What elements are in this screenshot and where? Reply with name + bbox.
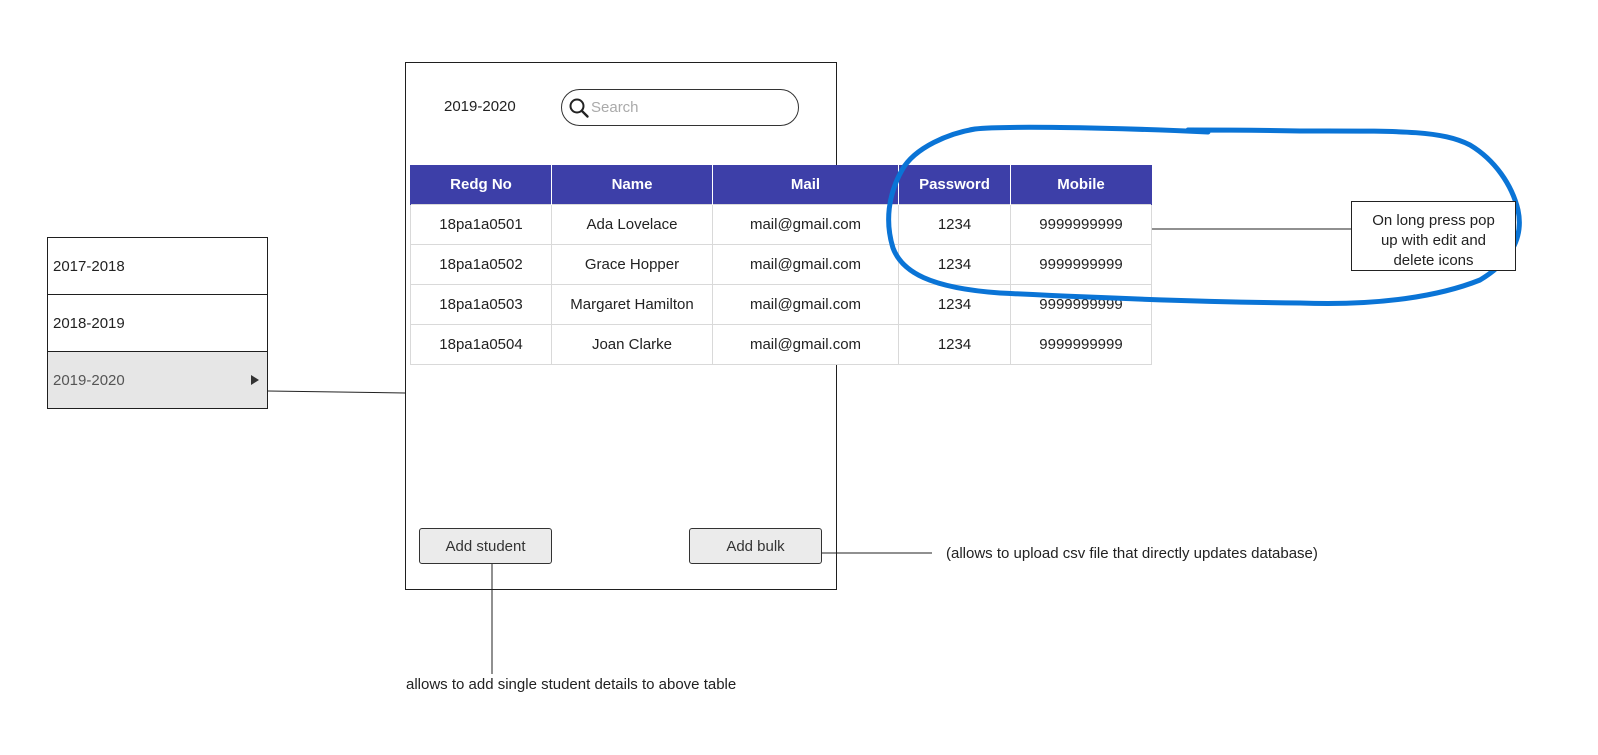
bulk-note: (allows to upload csv file that directly… (946, 545, 1318, 562)
search-box[interactable] (561, 89, 799, 126)
column-header: Password (898, 165, 1011, 205)
cell-redg-no: 18pa1a0501 (410, 204, 552, 245)
table-row[interactable]: 18pa1a0501 Ada Lovelace mail@gmail.com 1… (410, 204, 1152, 245)
year-item-label: 2018-2019 (53, 314, 125, 332)
add-bulk-button[interactable]: Add bulk (689, 528, 822, 564)
student-table: Redg No Name Mail Password Mobile 18pa1a… (410, 165, 1152, 365)
cell-mobile: 9999999999 (1010, 324, 1152, 365)
cell-mail: mail@gmail.com (712, 324, 899, 365)
cell-mail: mail@gmail.com (712, 204, 899, 245)
cell-mobile: 9999999999 (1010, 204, 1152, 245)
cell-name: Ada Lovelace (551, 204, 713, 245)
cell-name: Margaret Hamilton (551, 284, 713, 325)
cell-redg-no: 18pa1a0503 (410, 284, 552, 325)
search-input[interactable] (591, 99, 781, 116)
cell-mail: mail@gmail.com (712, 284, 899, 325)
table-row[interactable]: 18pa1a0502 Grace Hopper mail@gmail.com 1… (410, 244, 1152, 285)
popup-note: On long press pop up with edit and delet… (1351, 201, 1516, 271)
cell-password: 1234 (898, 204, 1011, 245)
column-header: Redg No (410, 165, 552, 205)
cell-redg-no: 18pa1a0504 (410, 324, 552, 365)
year-item-2017-2018[interactable]: 2017-2018 (47, 237, 268, 295)
table-header-row: Redg No Name Mail Password Mobile (410, 165, 1152, 205)
year-item-label: 2017-2018 (53, 257, 125, 275)
cell-password: 1234 (898, 284, 1011, 325)
add-student-button[interactable]: Add student (419, 528, 552, 564)
year-item-label: 2019-2020 (53, 371, 125, 389)
year-item-2018-2019[interactable]: 2018-2019 (47, 294, 268, 352)
search-icon (569, 98, 589, 118)
popup-note-line: On long press pop (1372, 212, 1495, 229)
table-row[interactable]: 18pa1a0503 Margaret Hamilton mail@gmail.… (410, 284, 1152, 325)
cell-name: Grace Hopper (551, 244, 713, 285)
column-header: Mail (712, 165, 899, 205)
popup-note-line: delete icons (1393, 252, 1474, 269)
selected-year-title: 2019-2020 (444, 98, 516, 115)
student-note: allows to add single student details to … (406, 676, 737, 693)
year-item-2019-2020[interactable]: 2019-2020 (47, 351, 268, 409)
year-list: 2017-2018 2018-2019 2019-2020 (47, 237, 268, 409)
cell-mail: mail@gmail.com (712, 244, 899, 285)
year-to-phone-connector (267, 390, 406, 394)
cell-name: Joan Clarke (551, 324, 713, 365)
cell-mobile: 9999999999 (1010, 244, 1152, 285)
cell-mobile: 9999999999 (1010, 284, 1152, 325)
cell-password: 1234 (898, 244, 1011, 285)
column-header: Mobile (1010, 165, 1152, 205)
triangle-right-icon (251, 375, 259, 385)
column-header: Name (551, 165, 713, 205)
table-row[interactable]: 18pa1a0504 Joan Clarke mail@gmail.com 12… (410, 324, 1152, 365)
popup-note-line: up with edit and (1380, 232, 1487, 249)
cell-password: 1234 (898, 324, 1011, 365)
cell-redg-no: 18pa1a0502 (410, 244, 552, 285)
